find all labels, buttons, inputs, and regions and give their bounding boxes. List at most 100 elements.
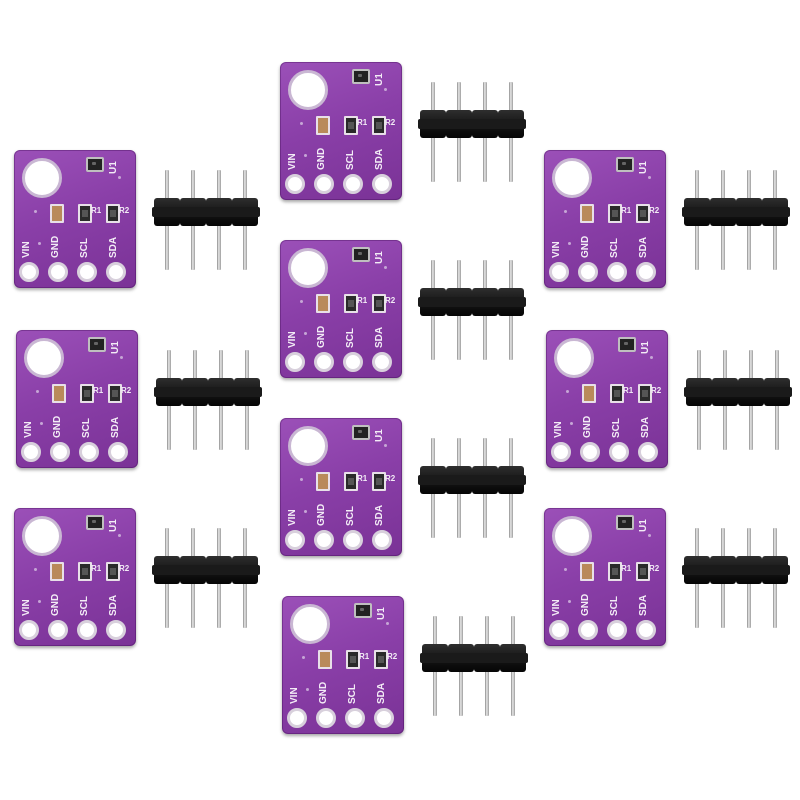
- pin-label: GND: [50, 593, 61, 616]
- header-pin: [193, 405, 197, 450]
- resistor-label: R1: [93, 386, 104, 395]
- via: [40, 422, 43, 425]
- header-pin: [695, 225, 699, 270]
- header-pin: [721, 528, 725, 558]
- via: [568, 600, 571, 603]
- header-pin: [749, 405, 753, 450]
- header-pin: [747, 225, 751, 270]
- resistor-label: R2: [119, 564, 130, 573]
- resistor-label: R2: [651, 386, 662, 395]
- pin-label: SCL: [345, 328, 356, 348]
- header-pin: [509, 82, 513, 112]
- resistor: [344, 294, 358, 313]
- pin-label: SCL: [611, 418, 622, 438]
- header-pin: [243, 528, 247, 558]
- header-housing: [470, 466, 500, 494]
- header-pin: [433, 671, 437, 716]
- via: [648, 534, 651, 537]
- pin-label: GND: [316, 147, 327, 170]
- header-housing: [734, 556, 764, 584]
- header-housing: [734, 198, 764, 226]
- solder-pad: [549, 620, 569, 640]
- pin-header: [682, 170, 792, 270]
- via: [36, 390, 39, 393]
- resistor-label: R2: [387, 652, 398, 661]
- capacitor: [50, 562, 64, 581]
- header-pin: [431, 438, 435, 468]
- header-pin: [165, 170, 169, 200]
- via: [38, 600, 41, 603]
- chip-label: U1: [374, 429, 385, 442]
- pin-header: [684, 350, 794, 450]
- via: [568, 242, 571, 245]
- via: [300, 122, 303, 125]
- solder-pad: [77, 262, 97, 282]
- via: [648, 176, 651, 179]
- header-pin: [165, 528, 169, 558]
- solder-pad: [636, 620, 656, 640]
- mounting-hole: [288, 248, 328, 288]
- header-pin: [721, 170, 725, 200]
- header-pin: [217, 225, 221, 270]
- header-housing: [760, 198, 790, 226]
- header-housing: [418, 466, 448, 494]
- solder-pad: [79, 442, 99, 462]
- header-housing: [420, 644, 450, 672]
- header-pin: [217, 583, 221, 628]
- resistor: [372, 294, 386, 313]
- pin-label: SDA: [640, 416, 651, 438]
- resistor-label: R1: [357, 118, 368, 127]
- via: [306, 688, 309, 691]
- chip-label: U1: [640, 341, 651, 354]
- capacitor: [316, 472, 330, 491]
- header-pin: [165, 583, 169, 628]
- pin-label: SCL: [345, 506, 356, 526]
- capacitor: [580, 204, 594, 223]
- header-pin: [245, 405, 249, 450]
- solder-pad: [285, 174, 305, 194]
- resistor-label: R2: [385, 296, 396, 305]
- solder-pad: [316, 708, 336, 728]
- sensor-chip: [86, 157, 104, 172]
- pin-header: [154, 350, 264, 450]
- solder-pad: [607, 620, 627, 640]
- mounting-hole: [22, 516, 62, 556]
- pin-label: SDA: [638, 594, 649, 616]
- solder-pad: [314, 174, 334, 194]
- pin-header: [152, 528, 262, 628]
- pin-header: [418, 82, 528, 182]
- header-pin: [483, 315, 487, 360]
- pin-label: GND: [52, 415, 63, 438]
- via: [300, 300, 303, 303]
- pin-label: SDA: [108, 594, 119, 616]
- header-pin: [191, 528, 195, 558]
- capacitor: [318, 650, 332, 669]
- header-housing: [682, 556, 712, 584]
- sensor-chip: [352, 247, 370, 262]
- header-pin: [217, 170, 221, 200]
- capacitor: [316, 294, 330, 313]
- mounting-hole: [552, 158, 592, 198]
- header-pin: [511, 616, 515, 646]
- header-pin: [167, 405, 171, 450]
- solder-pad: [343, 174, 363, 194]
- resistor-label: R2: [121, 386, 132, 395]
- header-pin: [749, 350, 753, 380]
- header-pin: [721, 583, 725, 628]
- header-pin: [459, 616, 463, 646]
- pin-label: SDA: [374, 326, 385, 348]
- chip-label: U1: [108, 519, 119, 532]
- resistor-label: R2: [649, 206, 660, 215]
- header-housing: [472, 644, 502, 672]
- resistor-label: R1: [91, 564, 102, 573]
- header-pin: [485, 671, 489, 716]
- mounting-hole: [288, 426, 328, 466]
- chip-label: U1: [374, 251, 385, 264]
- pin-label: SCL: [609, 596, 620, 616]
